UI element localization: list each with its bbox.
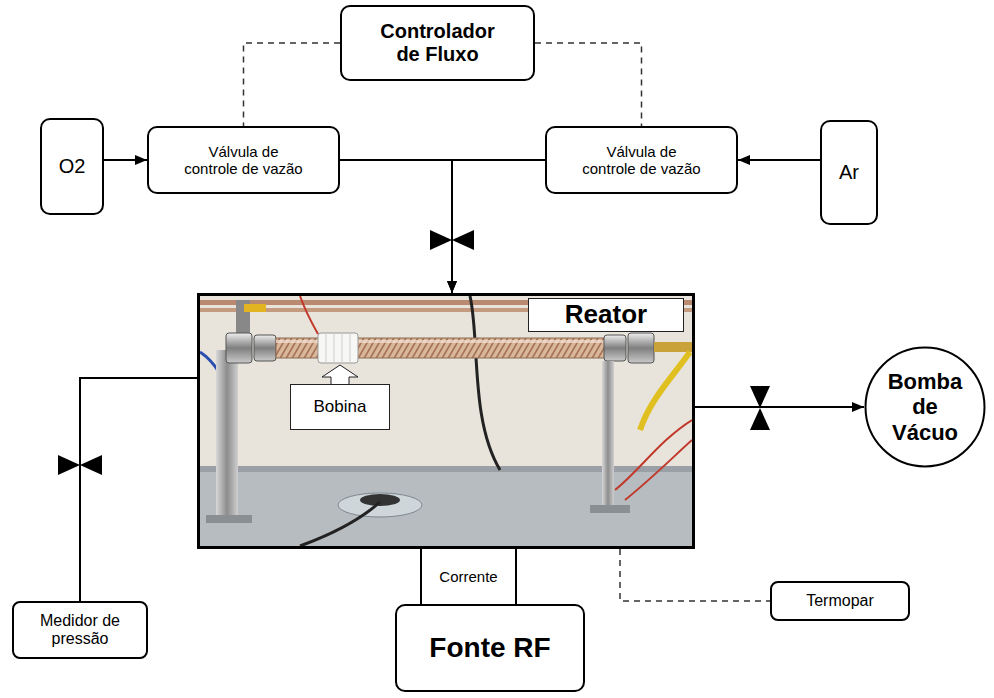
valve-symbol	[58, 230, 770, 475]
gas-line	[421, 549, 516, 604]
cable	[300, 502, 380, 546]
red-wire	[300, 296, 318, 334]
red-wire	[625, 440, 692, 500]
valve-symbol	[80, 455, 102, 475]
valve-box: Válvula de controle de vazão	[147, 126, 340, 194]
coil	[318, 333, 358, 363]
signal-line	[535, 43, 642, 126]
valve-handle	[244, 304, 266, 312]
valve-symbol	[452, 230, 474, 250]
circle-outline	[866, 348, 985, 467]
controller-box: Controlador de Fluxo	[340, 5, 535, 81]
text-block: Controlador de Fluxo	[378, 20, 498, 66]
text-block: Válvula de controle de vazão	[182, 143, 305, 178]
fitting-nut	[604, 335, 626, 361]
reactor-photo	[200, 296, 692, 546]
node-text: Bomba de Vácuo	[885, 369, 965, 445]
edge-label: Corrente	[437, 568, 499, 585]
signal-line	[244, 43, 341, 126]
connector-knob	[360, 494, 400, 506]
node-text: Medidor de pressão	[24, 612, 136, 649]
fitting-nut	[254, 335, 276, 361]
gas-line	[80, 378, 197, 601]
text-block: Medidor de pressão	[24, 612, 136, 649]
node-text: Válvula de controle de vazão	[580, 143, 703, 178]
node-text: Válvula de controle de vazão	[182, 143, 305, 178]
red-wire	[615, 420, 692, 490]
glass-dish	[338, 493, 422, 517]
node-text: O2	[59, 155, 86, 178]
right-stand	[602, 361, 614, 511]
gas-cylinder-box: Ar	[820, 120, 878, 225]
node-text: Reator	[533, 300, 679, 330]
text-block: Bomba de Vácuo	[885, 369, 965, 445]
power-supply-box: Fonte RF	[395, 604, 585, 692]
text-block: Fonte RF	[429, 632, 550, 664]
callout-arrow	[322, 365, 358, 386]
gas-line	[452, 160, 545, 293]
sensor-box: Termopar	[770, 581, 910, 621]
fitting-nut	[226, 333, 252, 363]
valve-symbol	[58, 455, 80, 475]
valve-symbol	[750, 408, 770, 430]
gas-line	[104, 159, 147, 161]
signal-line	[620, 549, 770, 601]
callout-box: Bobina	[290, 384, 390, 430]
left-stand	[216, 350, 238, 520]
stand-base	[206, 515, 252, 523]
text-block: Bobina	[314, 397, 367, 417]
node-text: Fonte RF	[429, 632, 550, 664]
node-text: Bobina	[314, 397, 367, 417]
text-block: Ar	[839, 161, 859, 184]
fitting-nut	[628, 333, 654, 363]
gas-line	[340, 160, 452, 293]
gas-line	[738, 159, 820, 161]
cable	[470, 296, 500, 470]
gauge-box: Medidor de pressão	[12, 601, 148, 659]
text-block: Termopar	[806, 592, 874, 610]
text-block: O2	[59, 155, 86, 178]
node-text: Termopar	[806, 592, 874, 610]
valve-symbol	[430, 230, 452, 250]
valve-box: Válvula de controle de vazão	[545, 126, 738, 194]
wall	[200, 296, 692, 546]
hose	[640, 352, 690, 430]
valve-symbol	[750, 386, 770, 408]
coil-ribs	[326, 334, 350, 362]
brass-fitting	[654, 342, 692, 352]
bench	[200, 470, 692, 546]
gas-line	[695, 406, 864, 408]
gas-cylinder-box: O2	[40, 118, 104, 215]
pump-circle: Bomba de Vácuo	[864, 346, 986, 468]
reactor-frame: ReatorBobina	[197, 293, 695, 549]
node-text: Ar	[839, 161, 859, 184]
text-block: Válvula de controle de vazão	[580, 143, 703, 178]
node-text: Controlador de Fluxo	[378, 20, 498, 66]
bench-edge	[200, 466, 692, 472]
title-box: Reator	[528, 298, 684, 332]
stand-base	[590, 505, 630, 513]
